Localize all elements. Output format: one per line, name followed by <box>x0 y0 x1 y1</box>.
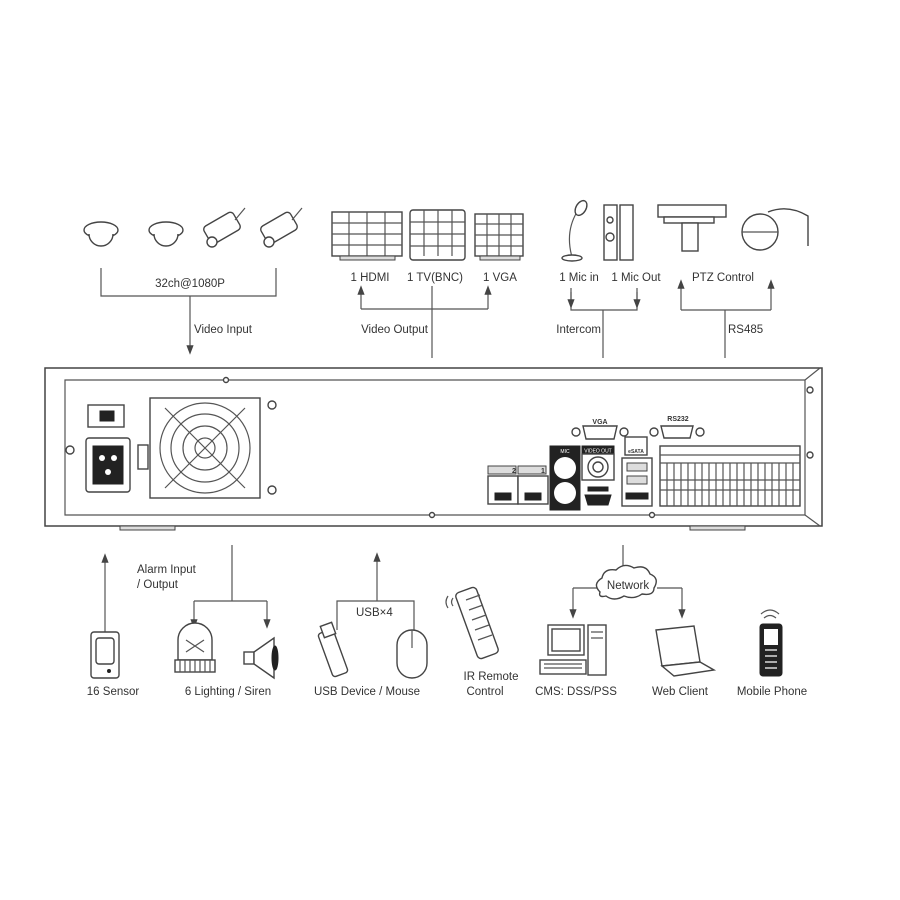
camera-icons <box>83 207 303 248</box>
video-output-label: Video Output <box>361 324 429 336</box>
hdmi-port[interactable] <box>584 486 612 506</box>
alarm-terminal-block[interactable] <box>659 445 801 507</box>
web-client-label: Web Client <box>652 686 709 698</box>
ptz-control-label: PTZ Control <box>692 272 754 284</box>
audio-ports[interactable]: MIC <box>549 445 581 511</box>
hdmi-monitor-icon <box>331 211 403 261</box>
power-switch[interactable] <box>87 404 125 428</box>
vga-monitor-icon <box>474 213 524 261</box>
lan-port-2-label: 2 <box>512 468 516 475</box>
speaker-icon <box>603 204 634 261</box>
usb-connector <box>336 552 415 630</box>
alarm-connector <box>190 545 271 629</box>
sensor-label: 16 Sensor <box>87 686 140 698</box>
fan-grille-icon <box>149 397 261 499</box>
esata-usb-ports[interactable]: eSATA <box>621 436 653 507</box>
network-connector <box>569 545 686 619</box>
mic-in-label: 1 Mic in <box>559 272 599 284</box>
video-output-connector <box>357 285 492 358</box>
label-sticker <box>137 444 149 470</box>
power-socket[interactable] <box>85 437 131 493</box>
video-input-label: Video Input <box>194 324 253 336</box>
dome-camera-icon <box>83 221 119 247</box>
ptz-connector <box>677 279 775 358</box>
alarm-label-line2: / Output <box>137 579 179 591</box>
bullet-camera-icon <box>203 207 246 248</box>
speed-dome-camera-icon <box>741 208 809 251</box>
video-input-connector <box>100 268 277 355</box>
mic-label: MIC <box>560 449 570 455</box>
siren-icon <box>243 636 279 680</box>
mobile-phone-label: Mobile Phone <box>737 686 807 698</box>
ir-remote-label-line2: Control <box>466 686 503 698</box>
vga-port-label: VGA <box>592 419 607 426</box>
usb-flash-drive-icon <box>317 621 349 678</box>
rs232-port-label: RS232 <box>667 416 689 423</box>
lan-port-1-label: 1 <box>541 468 545 475</box>
video-out-bnc-port[interactable]: VIDEO OUT <box>581 445 615 481</box>
cms-label: CMS: DSS/PSS <box>535 686 617 698</box>
alarm-label-line1: Alarm Input <box>137 564 197 576</box>
audio-icons <box>561 199 634 262</box>
video-out-label: VIDEO OUT <box>584 449 612 455</box>
ptz-icons <box>657 204 809 252</box>
screw-icon <box>65 445 75 455</box>
network-cloud-icon <box>595 564 657 600</box>
mobile-phone-icon <box>759 609 783 677</box>
ir-remote-label-line1: IR Remote <box>464 671 519 683</box>
lighting-siren-label: 6 Lighting / Siren <box>185 686 271 698</box>
mic-out-label: 1 Mic Out <box>611 272 661 284</box>
alarm-light-icon <box>174 622 216 673</box>
microphone-icon <box>561 199 588 262</box>
hdmi-label: 1 HDMI <box>351 272 390 284</box>
esata-label: eSATA <box>628 449 644 455</box>
usb-devices-label: USB Device / Mouse <box>314 686 420 698</box>
dome-camera-icon <box>148 221 184 247</box>
ptz-keyboard-icon <box>657 204 727 252</box>
tv-label: 1 TV(BNC) <box>407 272 463 284</box>
tv-monitor-icon <box>409 209 466 261</box>
intercom-label: Intercom <box>556 324 601 336</box>
intercom-connector <box>567 288 641 358</box>
network-label: Network <box>607 580 649 592</box>
monitor-icons <box>331 209 524 261</box>
lan-port-2[interactable]: 2 <box>487 465 519 505</box>
usb-count-label: USB×4 <box>356 607 393 619</box>
rs485-label: RS485 <box>728 324 763 336</box>
sensor-icon <box>90 631 120 679</box>
rs232-port[interactable]: RS232 <box>649 416 705 439</box>
vga-label: 1 VGA <box>483 272 517 284</box>
bullet-camera-icon <box>260 207 303 248</box>
laptop-icon <box>655 625 717 677</box>
lan-port-1[interactable]: 1 <box>517 465 549 505</box>
mouse-icon <box>396 629 428 679</box>
cameras-label: 32ch@1080P <box>155 278 225 290</box>
nvr-rear-panel: 2 1 MIC VIDEO OUT VGA RS232 <box>44 367 823 531</box>
desktop-computer-icon <box>539 624 607 676</box>
ir-remote-control-icon <box>445 586 499 660</box>
vga-port[interactable]: VGA <box>571 419 629 440</box>
